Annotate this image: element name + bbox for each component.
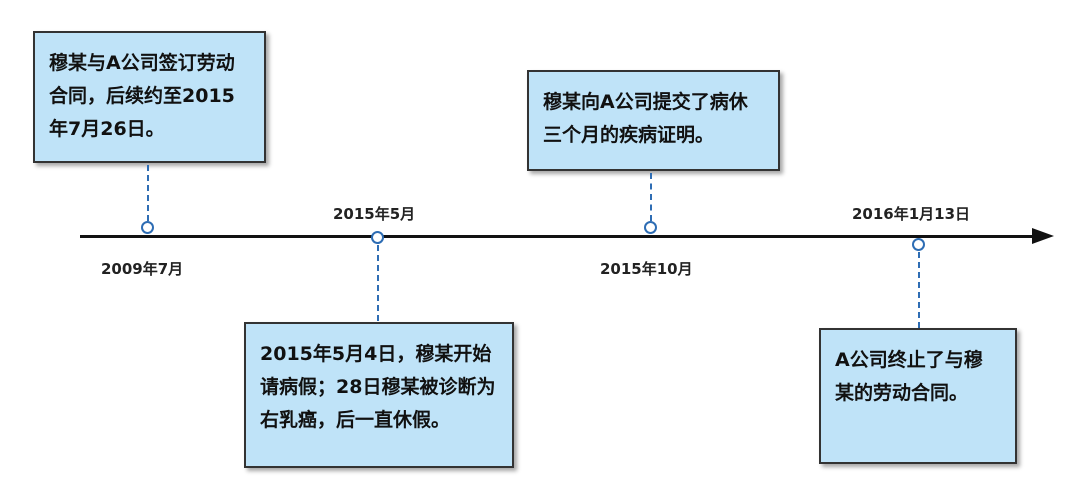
event-box-2015-10: 穆某向A公司提交了病休三个月的疾病证明。 <box>527 70 780 171</box>
timeline-axis <box>80 235 1035 238</box>
event-connector-2015-05 <box>377 245 379 321</box>
event-marker-2016-01-13 <box>912 238 925 251</box>
event-connector-2016-01-13 <box>918 252 920 328</box>
event-box-2015-05: 2015年5月4日，穆某开始请病假；28日穆某被诊断为右乳癌，后一直休假。 <box>244 322 514 468</box>
event-connector-2009-07 <box>147 165 149 221</box>
event-date-2016-01-13: 2016年1月13日 <box>852 205 971 223</box>
event-box-2016-01-13: A公司终止了与穆某的劳动合同。 <box>819 328 1017 464</box>
event-connector-2015-10 <box>650 173 652 221</box>
event-date-2015-05: 2015年5月 <box>333 205 416 223</box>
axis-arrowhead-icon <box>1032 228 1054 244</box>
event-marker-2015-10 <box>644 221 657 234</box>
event-marker-2015-05 <box>371 231 384 244</box>
event-date-2015-10: 2015年10月 <box>600 260 693 278</box>
event-marker-2009-07 <box>141 221 154 234</box>
event-date-2009-07: 2009年7月 <box>101 260 184 278</box>
event-box-2009-07: 穆某与A公司签订劳动合同，后续约至2015年7月26日。 <box>33 31 266 163</box>
